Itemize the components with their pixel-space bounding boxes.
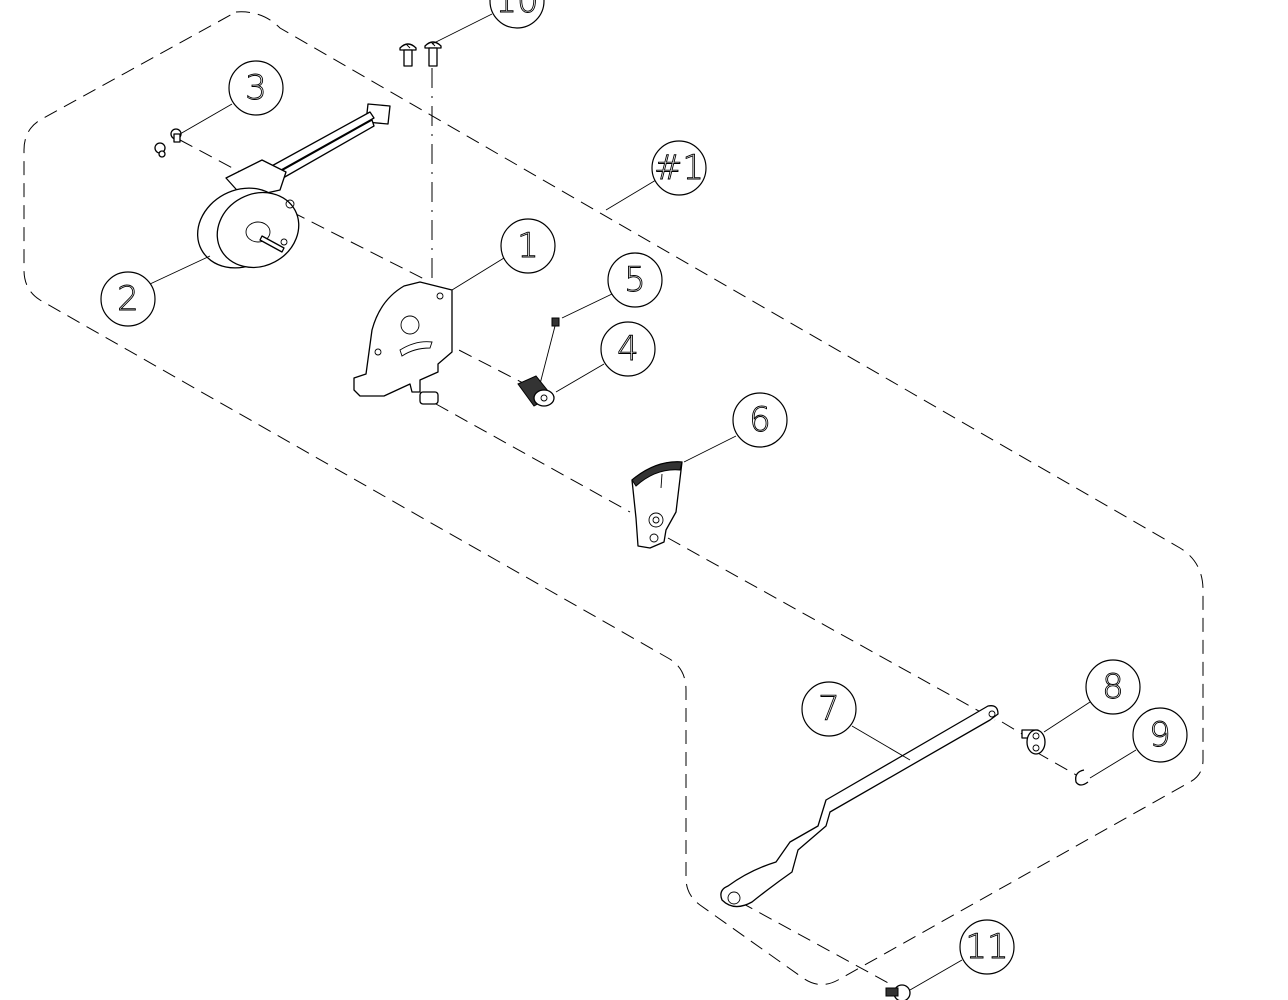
part-2-motor	[196, 103, 391, 269]
part-5-setscrew	[539, 317, 560, 385]
part-6-sector-gear	[631, 461, 683, 549]
callout-1a: #1	[651, 140, 707, 196]
part-1-bracket	[353, 281, 453, 405]
callout-6: 6	[732, 392, 788, 448]
svg-text:7: 7	[818, 689, 840, 729]
svg-text:3: 3	[245, 68, 267, 108]
svg-text:2: 2	[117, 279, 139, 319]
callout-11: 11	[959, 919, 1015, 975]
svg-text:1: 1	[517, 226, 539, 266]
callout-3: 3	[228, 60, 284, 116]
callout-5: 5	[607, 252, 663, 308]
part-10-screws	[399, 41, 442, 67]
svg-text:9: 9	[1149, 715, 1171, 755]
svg-text:11: 11	[965, 927, 1008, 967]
svg-text:8: 8	[1102, 667, 1124, 707]
svg-text:#1: #1	[654, 148, 704, 188]
svg-text:4: 4	[617, 329, 639, 369]
leader-lines	[149, 13, 1137, 991]
svg-text:5: 5	[624, 260, 646, 300]
callout-7: 7	[801, 681, 857, 737]
part-8-pin	[1021, 729, 1046, 755]
callout-8: 8	[1085, 659, 1141, 715]
part-3-screws	[154, 128, 182, 158]
svg-text:10: 10	[495, 0, 538, 21]
callout-4: 4	[600, 321, 656, 377]
callout-9: 9	[1132, 707, 1188, 763]
svg-text:6: 6	[749, 400, 771, 440]
part-11-screw	[885, 984, 911, 1000]
callout-2: 2	[100, 271, 156, 327]
callout-1: 1	[500, 218, 556, 274]
assembly-boundary	[23, 11, 1204, 985]
axis-lines	[179, 68, 1079, 986]
part-7-link-arm	[720, 705, 999, 908]
part-9-ering	[1075, 769, 1089, 786]
part-4-gear	[517, 375, 555, 407]
callout-10: 10	[489, 0, 545, 29]
